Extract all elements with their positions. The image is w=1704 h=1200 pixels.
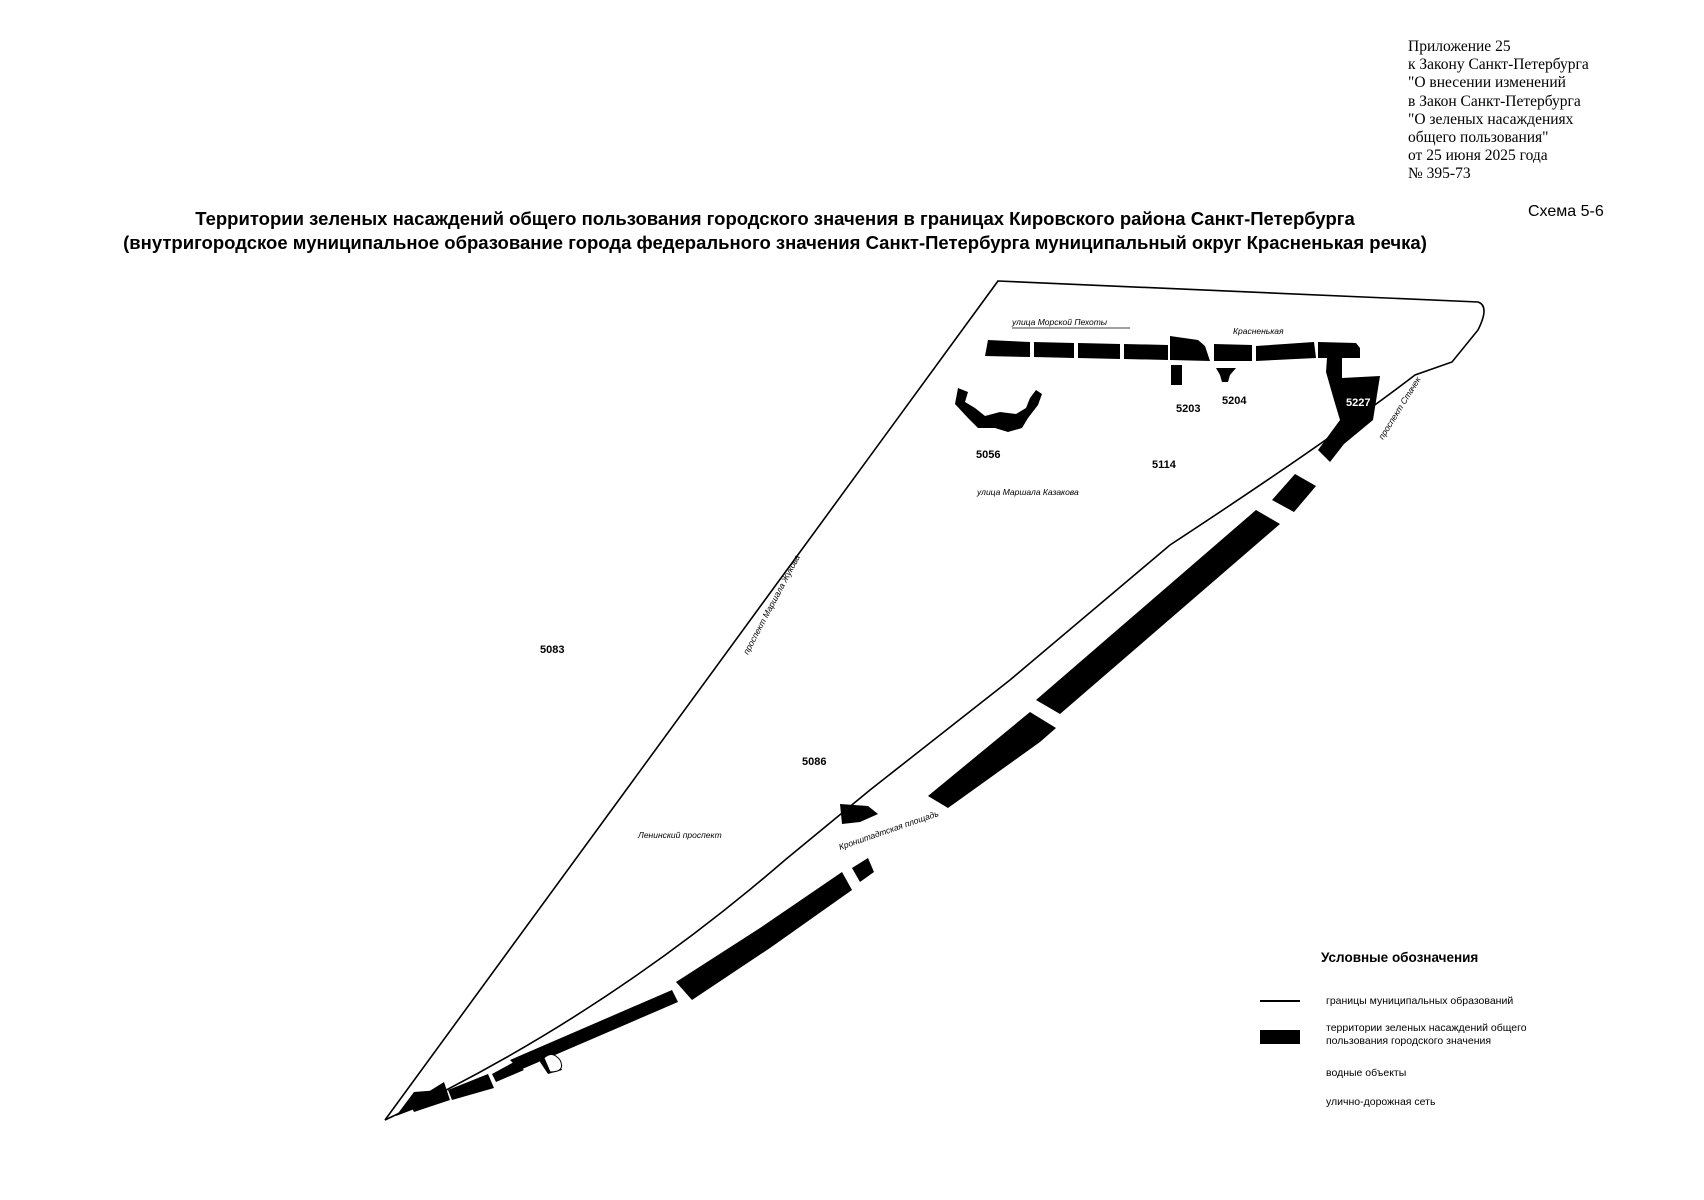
appendix-line: Приложение 25 (1408, 38, 1511, 55)
green-zone (492, 1062, 524, 1082)
green-zone (840, 804, 878, 824)
green-zone (1272, 474, 1316, 512)
appendix-block: Приложение 25 к Закону Санкт-Петербурга … (1408, 38, 1698, 184)
green-zone (985, 340, 1030, 357)
green-zone (448, 1074, 494, 1100)
green-zone (1256, 342, 1316, 361)
area-code: 5227 (1346, 397, 1370, 409)
scheme-label: Схема 5-6 (1528, 203, 1604, 220)
street-label-morskoy-pekhoty: улица Морской Пехоты (1011, 317, 1108, 327)
area-code: 5203 (1176, 403, 1200, 415)
legend-boundary-swatch (1260, 1000, 1300, 1002)
appendix-line: от 25 июня 2025 года (1408, 147, 1548, 165)
page-title: Территории зеленых насаждений общего пол… (195, 208, 1355, 229)
appendix-line: "О внесении изменений (1408, 74, 1566, 92)
green-zone (1034, 342, 1074, 358)
area-code: 5056 (976, 449, 1000, 461)
green-zone (1124, 344, 1168, 360)
green-zone (1214, 344, 1252, 361)
area-code: 5204 (1222, 395, 1247, 407)
green-zone (1318, 344, 1380, 462)
area-code: 5083 (540, 644, 564, 656)
street-label-leninsky: Ленинский проспект (637, 830, 722, 840)
green-zone (396, 1090, 440, 1116)
area-code: 5086 (802, 756, 826, 768)
area-code: 5114 (1152, 459, 1177, 471)
legend-boundary-label: границы муниципальных образований (1326, 995, 1514, 1007)
appendix-line: "О зеленых насаждениях (1408, 110, 1574, 128)
legend-green-label-1: территории зеленых насаждений общего (1326, 1022, 1527, 1034)
street-label-kazakova: улица Маршала Казакова (976, 487, 1079, 497)
street-label-stachek: проспект Стачек (1376, 374, 1423, 441)
legend-water-label: водные объекты (1326, 1067, 1407, 1079)
district-boundary (384, 280, 1485, 1121)
green-zones (396, 336, 1380, 1116)
green-zone (1171, 365, 1182, 385)
green-zone (852, 858, 874, 882)
street-label-krasnenkaya: Красненькая (1233, 326, 1284, 336)
appendix-line: в Закон Санкт-Петербурга (1408, 92, 1581, 110)
street-label-zhukova: проспект Маршала Жукова (741, 553, 802, 656)
appendix-line: к Закону Санкт-Петербурга (1408, 56, 1589, 74)
legend-roads-label: улично-дорожная сеть (1326, 1096, 1436, 1108)
appendix-line: общего пользования" (1408, 129, 1549, 147)
green-zone (1170, 336, 1210, 361)
appendix-line: № 395-73 (1408, 165, 1471, 183)
green-zone (1216, 368, 1236, 382)
legend-green-swatch (1260, 1030, 1300, 1044)
page-subtitle: (внутригородское муниципальное образован… (123, 232, 1427, 253)
green-zone (1036, 510, 1280, 714)
legend-title: Условные обозначения (1321, 950, 1479, 965)
green-zone (510, 990, 678, 1070)
legend-green-label-2: пользования городского значения (1326, 1035, 1492, 1047)
green-zone (1078, 343, 1120, 359)
green-zone (928, 712, 1056, 808)
green-zone (676, 872, 852, 1000)
green-zone (955, 388, 1042, 432)
